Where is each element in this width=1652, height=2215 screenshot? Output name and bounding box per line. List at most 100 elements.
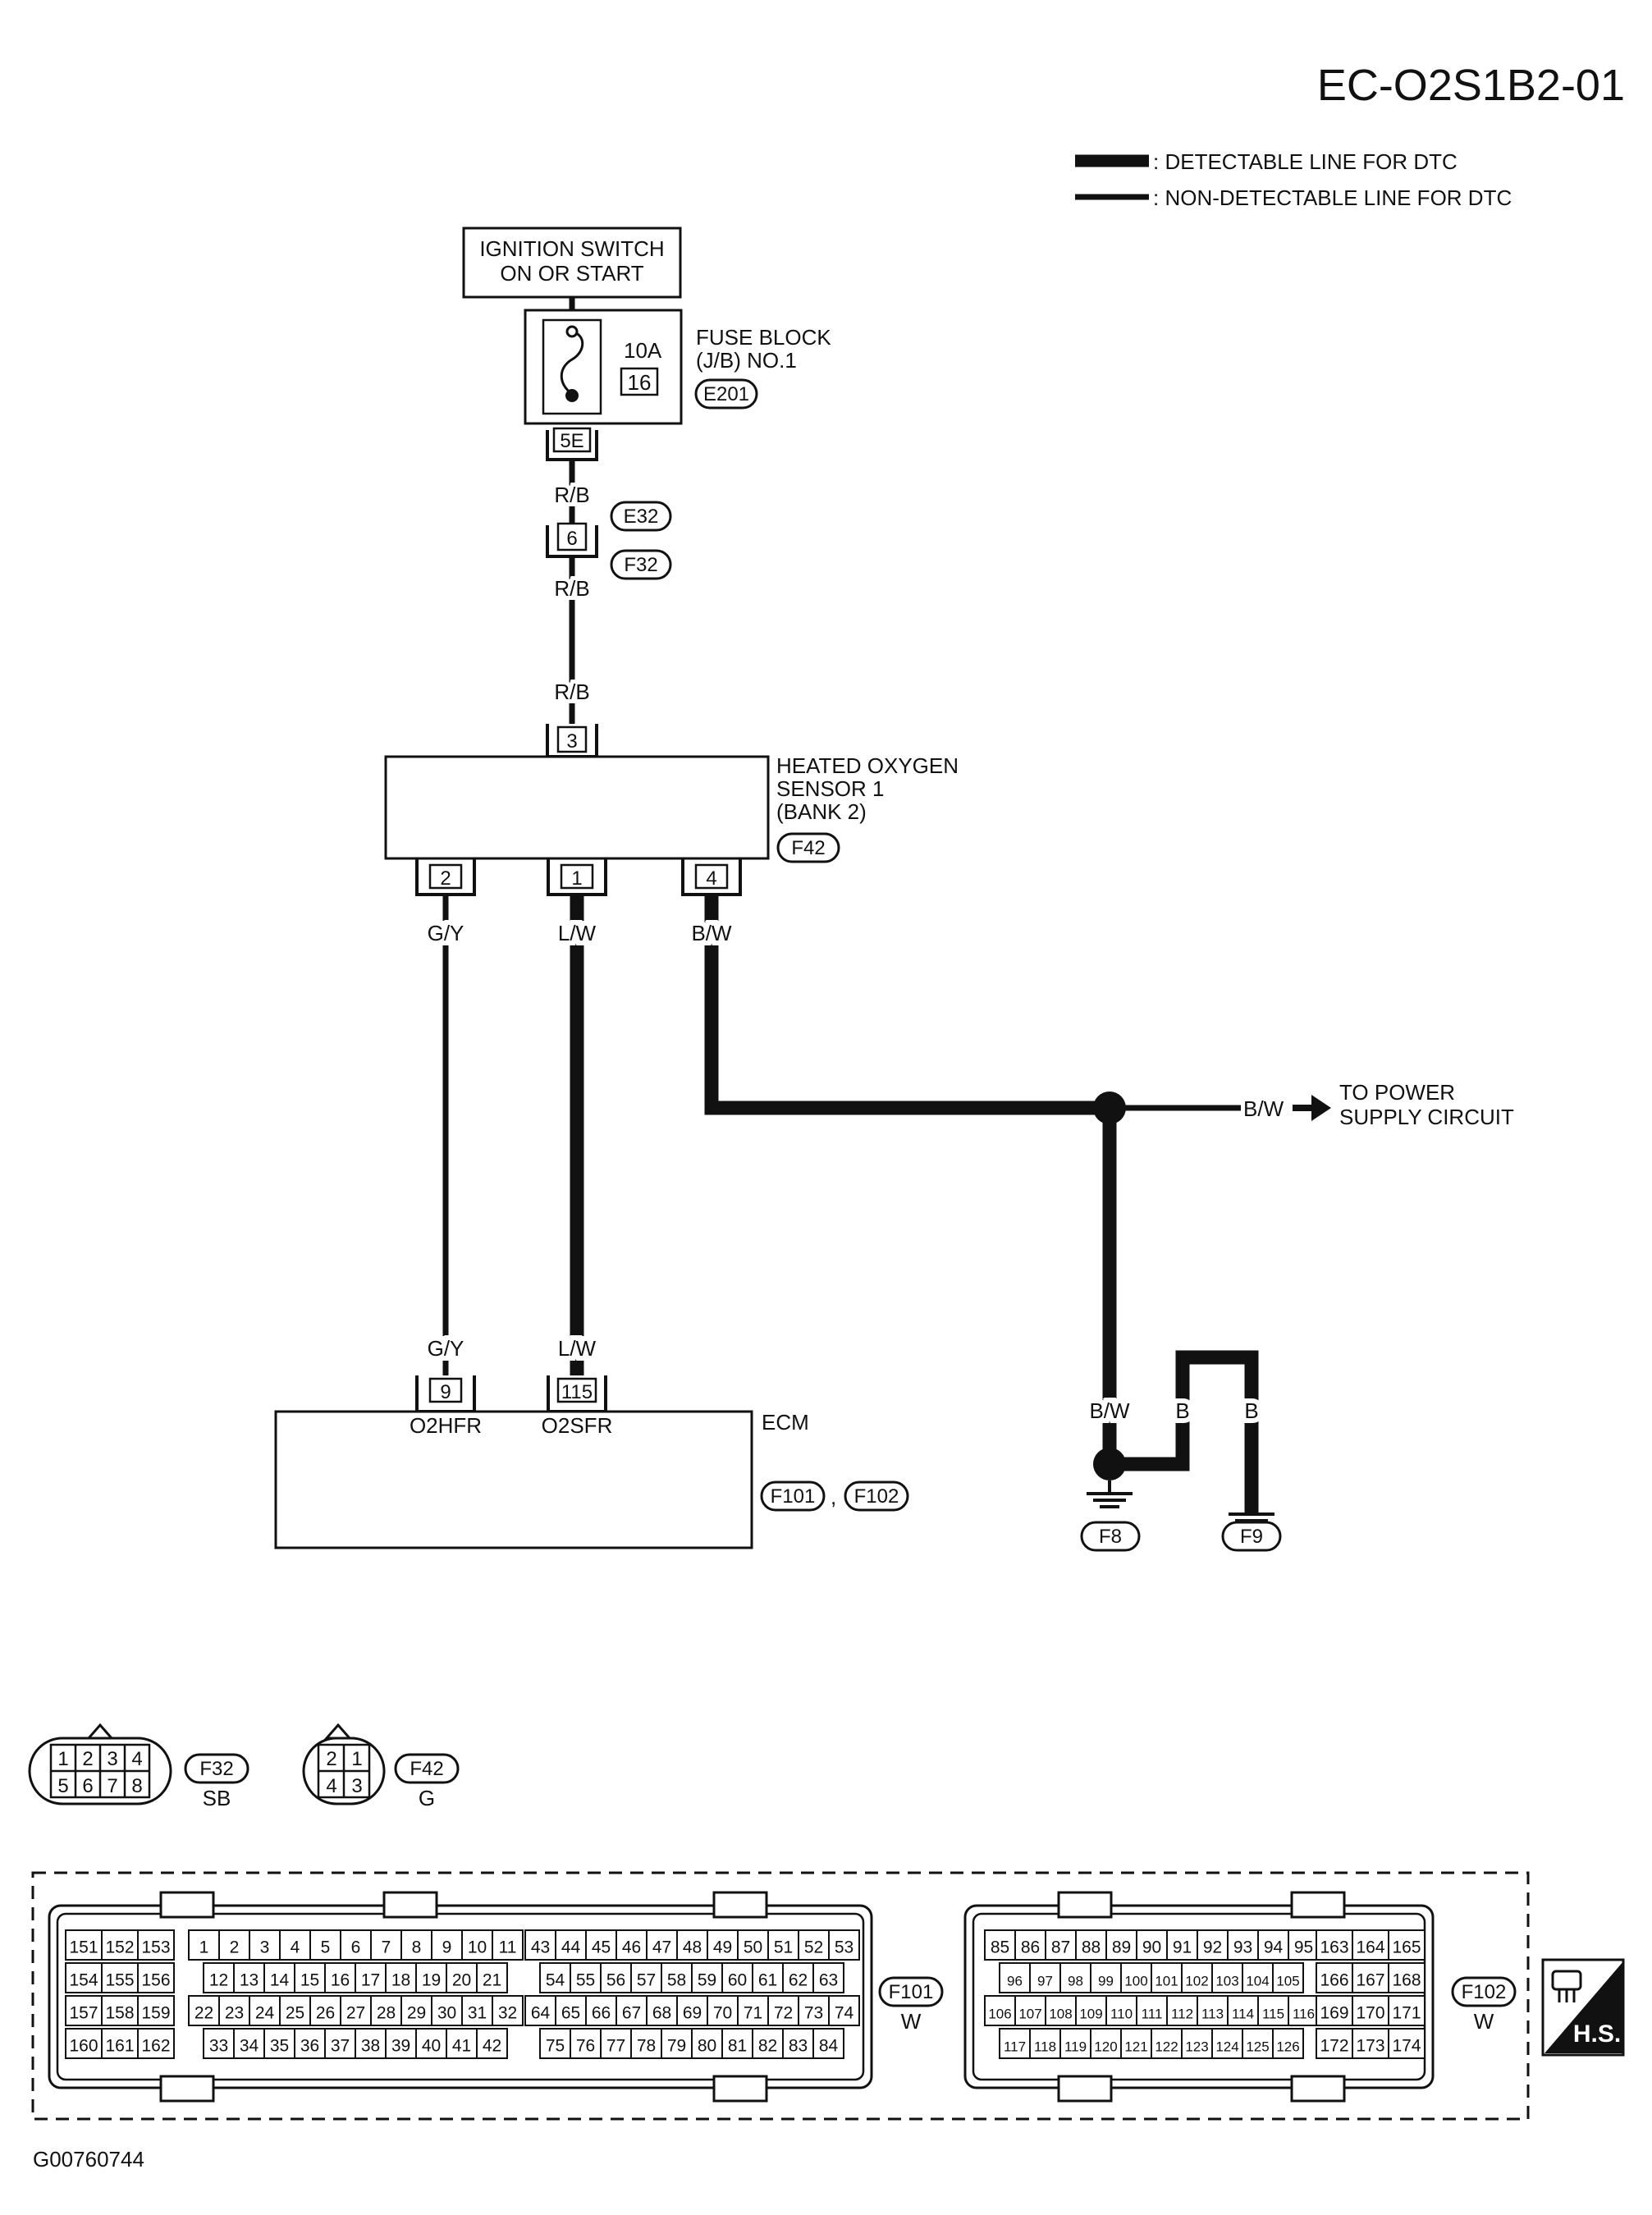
f101-pin-number: 68 — [652, 2003, 671, 2022]
f102-cavity — [1105, 1995, 1137, 2026]
f102-pin-number: 91 — [1173, 1938, 1192, 1956]
wire-bw — [704, 895, 1110, 1115]
f101-pin-number: 61 — [758, 1970, 777, 1989]
f102-pin-number: 114 — [1232, 2006, 1254, 2021]
f102-pin-number: 166 — [1320, 1970, 1348, 1989]
f32-pin-number: 6 — [82, 1775, 93, 1797]
terminal-5e: 5E — [560, 430, 583, 452]
fuse-block-label2: (J/B) NO.1 — [696, 348, 797, 373]
f101-cavity — [782, 1962, 814, 1993]
f101-pin-number: 154 — [69, 1970, 98, 1989]
terminal-5e-box — [552, 427, 592, 453]
joint-connector-lower-tag — [610, 549, 672, 580]
f101-pin-number: 74 — [835, 2003, 854, 2022]
f102-cavity — [1272, 2028, 1304, 2059]
wire-b-label-2: B — [1244, 1398, 1258, 1423]
f101-cavity — [137, 1929, 175, 1961]
f32-pin-number: 4 — [131, 1748, 142, 1770]
f101-pin-number: 82 — [758, 2036, 777, 2055]
f101-pin-number: 152 — [105, 1938, 134, 1956]
f101-cavity — [798, 1929, 830, 1961]
f101-cavity — [600, 1962, 632, 1993]
ground-f9: F9 — [1240, 1526, 1263, 1548]
f101-cavity — [370, 1929, 402, 1961]
ecm-connector-sep: , — [831, 1485, 836, 1509]
connector-face-f32 — [28, 1723, 172, 1805]
f101-cavity — [646, 1929, 678, 1961]
f102-pin-number: 172 — [1320, 2036, 1348, 2055]
f102-pin-number: 121 — [1124, 2039, 1147, 2054]
f101-pin-number: 64 — [531, 2003, 551, 2022]
f101-pin-number: 49 — [713, 1938, 732, 1956]
connector-f42-color: G — [419, 1786, 435, 1810]
f101-pin-number: 69 — [683, 2003, 702, 2022]
f101-pin-number: 59 — [698, 1970, 716, 1989]
f101-cavity — [446, 1962, 478, 1993]
f102-pin-number: 119 — [1064, 2039, 1087, 2054]
f101-cavity — [233, 2028, 265, 2059]
ecm-pin9: 9 — [440, 1381, 451, 1403]
sensor-connector-tag — [776, 832, 840, 863]
f102-pin-number: 92 — [1203, 1938, 1222, 1956]
f102-pin-number: 126 — [1276, 2039, 1299, 2054]
f102-cavity — [1352, 1929, 1389, 1961]
f101-pin-number: 9 — [442, 1938, 452, 1956]
f102-pin-number: 101 — [1155, 1973, 1178, 1988]
f101-cavity — [249, 1929, 281, 1961]
legend-non-detectable-label: : NON-DETECTABLE LINE FOR DTC — [1153, 185, 1512, 210]
ecm-connector-f102: F102 — [854, 1485, 899, 1508]
connector-f102-id: F102 — [1462, 1981, 1507, 2003]
f101-pin-number: 11 — [499, 1938, 517, 1956]
f32-pin-number: 1 — [57, 1748, 68, 1770]
f102-pin-number: 112 — [1171, 2006, 1193, 2021]
fuse-icon — [560, 330, 584, 396]
fuse-block-connector: E201 — [703, 383, 749, 405]
f102-pin-number: 109 — [1079, 2006, 1102, 2021]
ecm-pin115-name: O2SFR — [542, 1413, 613, 1438]
connector-face-f42 — [302, 1723, 386, 1805]
f102-cavity — [1257, 1929, 1289, 1961]
f101-cavity — [615, 1995, 648, 2026]
f102-cavity — [1014, 1929, 1046, 1961]
joint-connector-upper: E32 — [624, 506, 659, 528]
f101-pin-number: 38 — [361, 2036, 380, 2055]
f102-cavity — [1316, 1995, 1353, 2026]
f101-pin-number: 30 — [437, 2003, 456, 2022]
f102-pin-number: 110 — [1110, 2006, 1133, 2021]
ecm-pin115: 115 — [561, 1381, 593, 1403]
f102-pin-number: 104 — [1246, 1973, 1269, 1988]
f102-cavity — [1352, 1962, 1389, 1993]
ecm-connector-f102-tag — [844, 1480, 909, 1512]
f102-cavity — [1181, 2028, 1213, 2059]
f101-pin-number: 75 — [546, 2036, 565, 2055]
f101-pin-number: 65 — [561, 2003, 580, 2022]
f101-cavity — [294, 1962, 326, 1993]
f42-pin-number: 1 — [351, 1748, 362, 1770]
f101-cavity — [630, 2028, 662, 2059]
f102-cavity — [1045, 1995, 1077, 2026]
f101-pin-number: 26 — [316, 2003, 335, 2022]
f102-pin-number: 118 — [1034, 2039, 1056, 2054]
f102-pin-number: 88 — [1082, 1938, 1101, 1956]
f101-pin-number: 42 — [483, 2036, 501, 2055]
f101-pin-number: 17 — [361, 1970, 380, 1989]
ecm-pin115-box — [556, 1377, 597, 1403]
f101-pin-number: 6 — [351, 1938, 361, 1956]
f102-pin-number: 93 — [1233, 1938, 1252, 1956]
figure-id: G00760744 — [33, 2147, 144, 2172]
fuse-amp: 10A — [624, 338, 662, 363]
page-title: EC-O2S1B2-01 — [1317, 61, 1625, 110]
f102-pin-number: 164 — [1356, 1938, 1384, 1956]
power-supply-line2: SUPPLY CIRCUIT — [1339, 1105, 1514, 1129]
f101-pin-number: 79 — [667, 2036, 686, 2055]
f42-pin-number: 3 — [351, 1775, 362, 1797]
f101-pin-number: 46 — [622, 1938, 641, 1956]
f101-cavity — [188, 1929, 220, 1961]
f101-pin-number: 21 — [483, 1970, 501, 1989]
f101-cavity — [721, 2028, 753, 2059]
f101-cavity — [137, 1962, 175, 1993]
joint-pin: 6 — [566, 528, 577, 550]
f101-cavity — [752, 2028, 784, 2059]
f102-pin-number: 165 — [1392, 1938, 1421, 1956]
